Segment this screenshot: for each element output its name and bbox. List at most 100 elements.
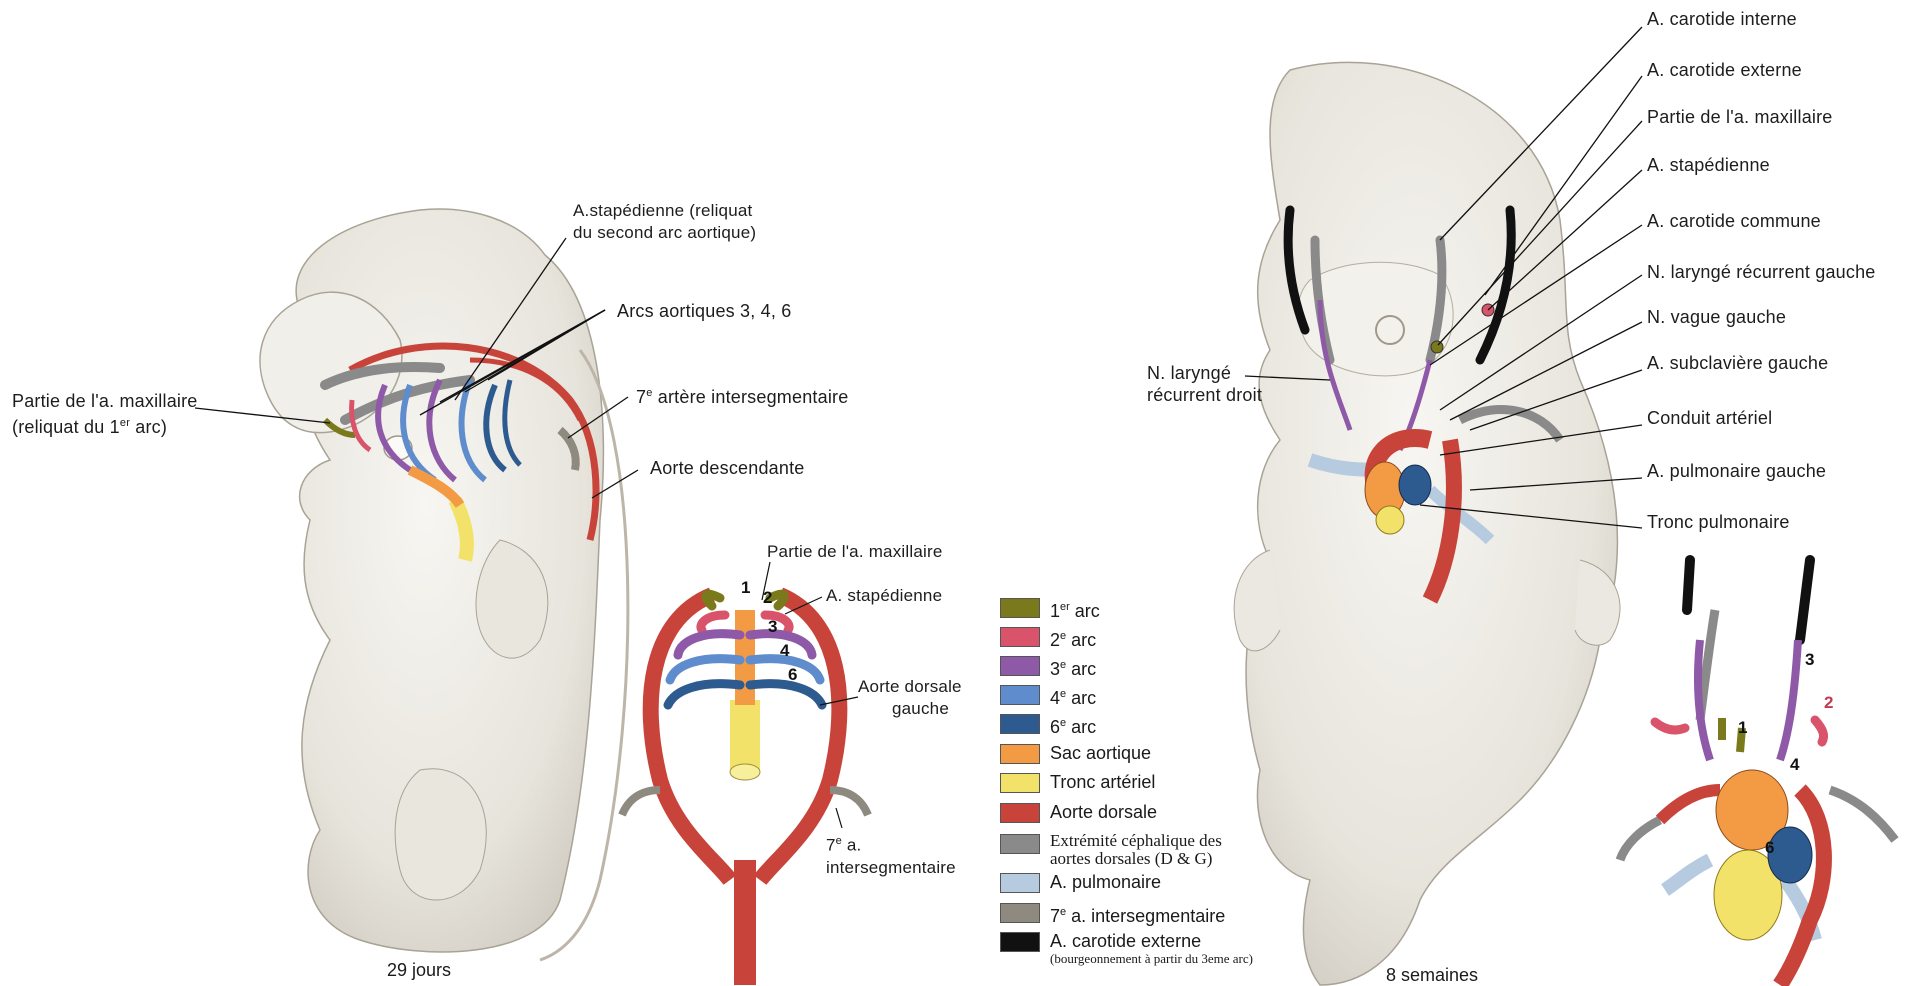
s8-arc2-r <box>1655 722 1685 730</box>
s8-arc2-l <box>1815 720 1824 742</box>
legend-label: A. pulmonaire <box>1050 871 1161 893</box>
legend-label: Aorte dorsale <box>1050 801 1157 823</box>
label-common-carotid: A. carotide commune <box>1647 210 1821 232</box>
label-left-subclavian: A. subclavière gauche <box>1647 352 1828 374</box>
label-maxillary-line2: (reliquat du 1er arc) <box>12 412 198 438</box>
legend-row-dorsal-aorta: Aorte dorsale <box>1000 801 1330 825</box>
arch-schema <box>622 562 868 985</box>
label-schema-dorsal-line2: gauche <box>858 698 962 720</box>
schema-num-4: 4 <box>780 641 789 661</box>
label-maxillary-29: Partie de l'a. maxillaire (reliquat du 1… <box>12 390 198 438</box>
s8-num-6: 6 <box>1765 838 1774 858</box>
label-schema-7th-line1: 7e a. <box>826 830 956 857</box>
label-schema-7th: 7e a. intersegmentaire <box>826 830 956 879</box>
label-schema-7th-line2: intersegmentaire <box>826 857 956 879</box>
caption-8-weeks: 8 semaines <box>1386 965 1478 986</box>
legend-label: 4e arc <box>1050 683 1096 709</box>
schema-num-6: 6 <box>788 665 797 685</box>
schema-intersegmental-left <box>830 790 868 815</box>
legend-row-aortic-sac: Sac aortique <box>1000 742 1330 766</box>
legend-label: A. carotide externe(bourgeonnement à par… <box>1050 930 1253 966</box>
caption-29-days: 29 jours <box>387 960 451 981</box>
label-descending-aorta: Aorte descendante <box>650 457 805 479</box>
legend-swatch <box>1000 685 1040 705</box>
s8-arc3-l <box>1780 640 1798 760</box>
s8-num-3: 3 <box>1805 650 1814 670</box>
label-left-pulmonary: A. pulmonaire gauche <box>1647 460 1826 482</box>
s8-num-1: 1 <box>1738 718 1747 738</box>
label-recurrent-right-line2: récurrent droit <box>1147 384 1262 406</box>
pulmonary-trunk-8w <box>1399 465 1431 505</box>
legend-row-arc6: 6e arc <box>1000 712 1330 736</box>
legend-row-arc3: 3e arc <box>1000 654 1330 678</box>
legend-swatch <box>1000 627 1040 647</box>
label-stapedial: A. stapédienne <box>1647 154 1770 176</box>
legend-label: Sac aortique <box>1050 742 1151 764</box>
label-recurrent-right: N. laryngé récurrent droit <box>1147 362 1262 406</box>
label-schema-dorsal-aorta: Aorte dorsale gauche <box>858 676 962 720</box>
label-pulmonary-trunk: Tronc pulmonaire <box>1647 511 1790 533</box>
label-7th-intersegmental: 7e artère intersegmentaire <box>636 382 848 408</box>
maxillary-remnant <box>1431 341 1443 353</box>
s8-pulmonary-r <box>1665 860 1710 890</box>
label-stapedial-line1: A.stapédienne (reliquat <box>573 200 756 222</box>
legend-row-intersegmental7: 7e a. intersegmentaire <box>1000 901 1330 925</box>
label-arcs-3-4-6: Arcs aortiques 3, 4, 6 <box>617 300 792 322</box>
schema-num-1: 1 <box>741 578 750 598</box>
label-maxillary-line1: Partie de l'a. maxillaire <box>12 390 198 412</box>
legend-swatch <box>1000 714 1040 734</box>
label-internal-carotid: A. carotide interne <box>1647 8 1797 30</box>
schema-intersegmental-right <box>622 790 660 815</box>
legend-swatch <box>1000 744 1040 764</box>
s8-subclavian-l <box>1830 790 1895 840</box>
legend-swatch <box>1000 656 1040 676</box>
label-stapedial-29: A.stapédienne (reliquat du second arc ao… <box>573 200 756 244</box>
label-schema-dorsal-line1: Aorte dorsale <box>858 676 962 698</box>
legend-row-ext-carotid: A. carotide externe(bourgeonnement à par… <box>1000 930 1330 954</box>
label-left-recurrent-laryngeal: N. laryngé récurrent gauche <box>1647 261 1876 283</box>
legend-label: 6e arc <box>1050 712 1096 738</box>
legend-swatch <box>1000 598 1040 618</box>
legend-swatch <box>1000 903 1040 923</box>
label-recurrent-right-line1: N. laryngé <box>1147 362 1262 384</box>
s8-num-2: 2 <box>1824 693 1833 713</box>
legend-label: 3e arc <box>1050 654 1096 680</box>
legend-label: 2e arc <box>1050 625 1096 651</box>
s8-arc6 <box>1768 827 1812 883</box>
label-schema-stapedial: A. stapédienne <box>826 585 942 607</box>
label-maxillary-part: Partie de l'a. maxillaire <box>1647 106 1833 128</box>
label-external-carotid: A. carotide externe <box>1647 59 1802 81</box>
s8-ext-carotid-l <box>1800 560 1810 640</box>
schema-num-3: 3 <box>768 617 777 637</box>
legend-row-arc2: 2e arc <box>1000 625 1330 649</box>
label-schema-maxillary: Partie de l'a. maxillaire <box>767 541 942 563</box>
legend-swatch <box>1000 873 1040 893</box>
s8-right-arch <box>1660 790 1720 820</box>
s8-subclavian-r <box>1620 820 1660 860</box>
truncus-8w <box>1376 506 1404 534</box>
legend-swatch <box>1000 932 1040 952</box>
s8-ext-carotid-r <box>1687 560 1690 610</box>
embryo-29-limb-lower <box>395 769 486 900</box>
legend-label: 1er arc <box>1050 596 1100 622</box>
legend-swatch <box>1000 834 1040 854</box>
legend-row-arc1: 1er arc <box>1000 596 1330 620</box>
legend-swatch <box>1000 803 1040 823</box>
legend-row-arc4: 4e arc <box>1000 683 1330 707</box>
legend-row-truncus: Tronc artériel <box>1000 771 1330 795</box>
label-left-vagus: N. vague gauche <box>1647 306 1786 328</box>
legend-label: Tronc artériel <box>1050 771 1155 793</box>
legend-row-pulmonary: A. pulmonaire <box>1000 871 1330 895</box>
legend-label: 7e a. intersegmentaire <box>1050 901 1225 927</box>
arch-schema-8w <box>1620 560 1895 985</box>
label-stapedial-line2: du second arc aortique) <box>573 222 756 244</box>
label-ductus-arteriosus: Conduit artériel <box>1647 407 1772 429</box>
embryo-29-days <box>195 209 638 960</box>
schema-truncus-end <box>730 764 760 780</box>
legend-swatch <box>1000 773 1040 793</box>
schema-num-2: 2 <box>763 588 772 608</box>
s8-num-4: 4 <box>1790 755 1799 775</box>
